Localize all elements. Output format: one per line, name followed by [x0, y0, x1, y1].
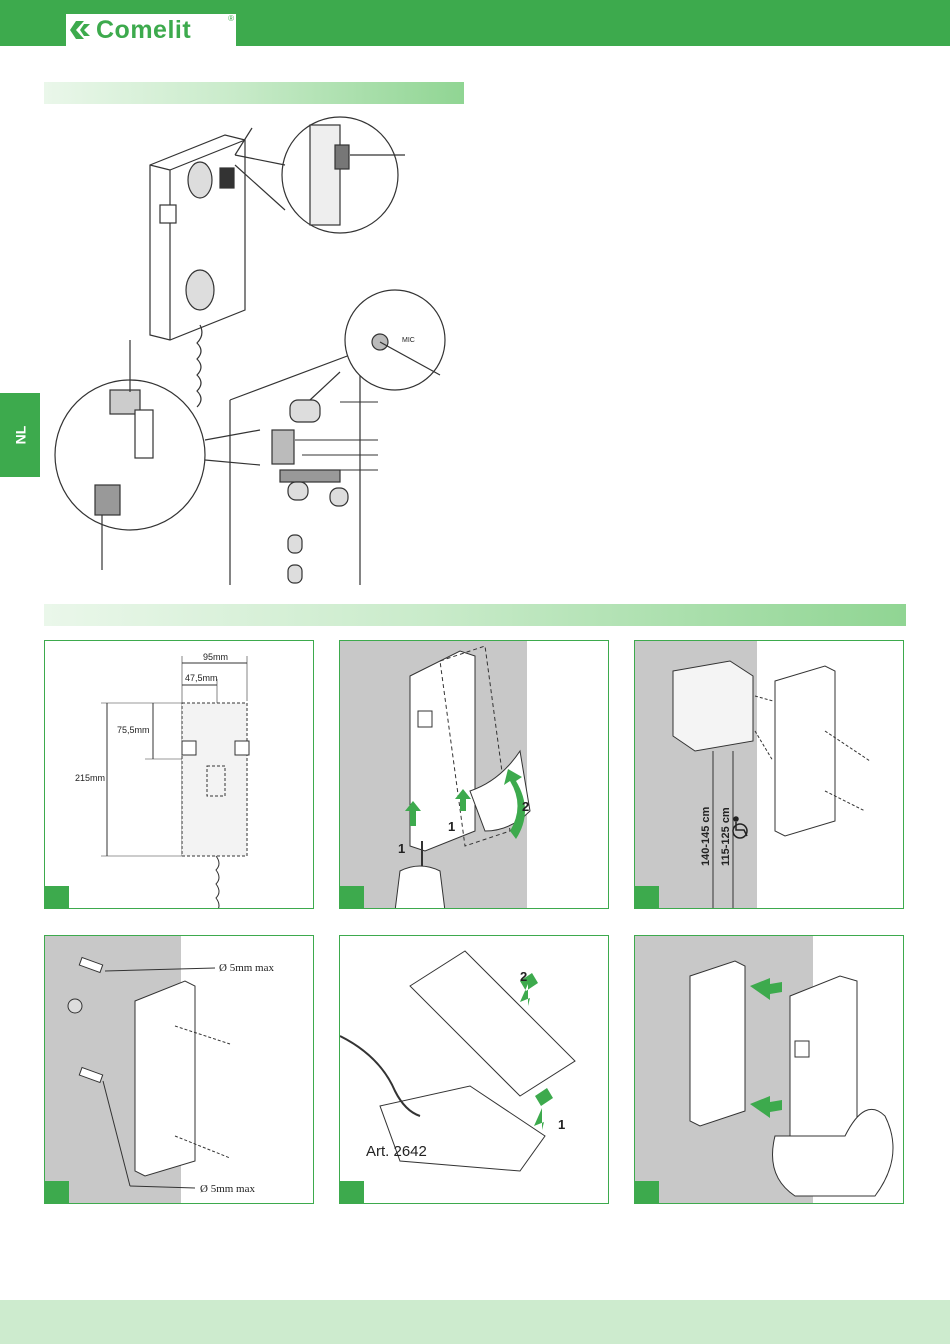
height-range-accessible: 115-125 cm	[720, 807, 732, 866]
desk-base-step-1: 1	[558, 1117, 565, 1132]
panel-desk-base: Art. 2642 2 1	[339, 935, 609, 1204]
panel-number-badge	[45, 1181, 69, 1203]
handset-drawing	[150, 135, 245, 407]
plug-diameter-bottom: Ø 5mm max	[200, 1183, 255, 1195]
zoom-detail-hook	[235, 117, 405, 233]
svg-text:MIC: MIC	[402, 337, 415, 344]
plug-diameter-top: Ø 5mm max	[219, 962, 274, 974]
main-device-illustration: MIC	[40, 110, 480, 585]
brand-logo: Comelit ®	[66, 14, 236, 46]
desk-base-drawing: Art. 2642 2 1	[340, 936, 609, 1204]
desk-base-step-2: 2	[520, 969, 527, 984]
panel-removal: 1 1 2	[339, 640, 609, 909]
attach-handset-drawing	[635, 936, 904, 1204]
removal-drawing: 1 1 2	[340, 641, 609, 909]
language-tab-label: NL	[12, 426, 28, 445]
panel-number-badge	[45, 886, 69, 908]
section-band-middle	[44, 604, 906, 626]
language-tab: NL	[0, 393, 40, 477]
panel-wall-plugs: Ø 5mm max Ø 5mm max	[44, 935, 314, 1204]
panel-dimensions: 95mm 47,5mm 75,5mm 215mm	[44, 640, 314, 909]
wall-plugs-drawing: Ø 5mm max Ø 5mm max	[45, 936, 314, 1204]
mounting-height-drawing: 140-145 cm 115-125 cm	[635, 641, 904, 909]
dim-width-label: 95mm	[203, 652, 228, 662]
dim-upper-height-label: 75,5mm	[117, 725, 150, 735]
panel-number-badge	[635, 1181, 659, 1203]
brand-logo-mark	[70, 19, 92, 41]
dim-half-width-label: 47,5mm	[185, 673, 218, 683]
removal-step-1b: 1	[448, 819, 455, 834]
removal-step-1a: 1	[398, 841, 405, 856]
footer-bar	[0, 1300, 950, 1344]
panel-number-badge	[340, 886, 364, 908]
panel-number-badge	[635, 886, 659, 908]
section-band-top	[44, 82, 464, 104]
brand-registered-mark: ®	[228, 14, 234, 23]
panel-attach-handset	[634, 935, 904, 1204]
dim-total-height-label: 215mm	[75, 773, 105, 783]
wheelchair-icon	[733, 817, 747, 838]
panel-number-badge	[340, 1181, 364, 1203]
desk-base-article: Art. 2642	[366, 1143, 427, 1160]
panel-mounting-height: 140-145 cm 115-125 cm	[634, 640, 904, 909]
removal-step-2: 2	[522, 799, 529, 814]
height-range-standard: 140-145 cm	[700, 806, 712, 866]
brand-name: Comelit	[96, 16, 191, 45]
dimensions-drawing: 95mm 47,5mm 75,5mm 215mm	[45, 641, 314, 909]
zoom-detail-connector	[55, 340, 260, 570]
